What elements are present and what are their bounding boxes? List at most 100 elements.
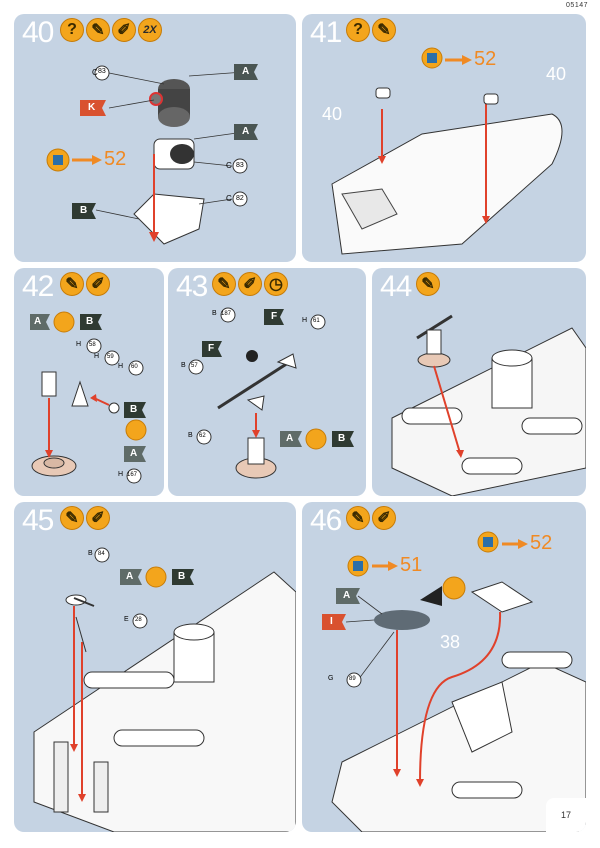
- part-40-left: [375, 87, 391, 99]
- question-icon: [125, 419, 147, 441]
- flag-k-label: K: [88, 102, 96, 113]
- goto-arrow: [388, 561, 398, 571]
- label-h: H: [76, 341, 82, 348]
- assembly-arrow: [78, 794, 86, 802]
- flag-a-label: A: [126, 571, 134, 582]
- part-callout: [126, 468, 142, 484]
- label-89: 89: [349, 676, 356, 682]
- step-number: 46: [310, 504, 342, 537]
- step-46-panel: 46 ✎ ✐ 51 52 38 A I G 89 17: [302, 502, 586, 832]
- gun-assembly: [470, 581, 534, 613]
- goto-step-number: 52: [104, 148, 127, 170]
- flag-a: [234, 124, 258, 140]
- goto-arrow: [462, 55, 472, 65]
- glue-pot: [427, 53, 437, 63]
- step-42-drawing: [30, 311, 147, 484]
- label-b: B: [188, 432, 193, 439]
- gun-sight: [276, 353, 297, 369]
- part-callout: [188, 359, 204, 375]
- depth-charge-rack: [93, 761, 109, 813]
- decal-plate: [374, 610, 430, 630]
- step-number: 40: [22, 16, 54, 49]
- part-callout: [132, 613, 148, 629]
- label-83: 83: [98, 68, 106, 75]
- label-h: H: [118, 363, 124, 370]
- goto-arrow: [92, 155, 102, 165]
- flag-a: [234, 64, 258, 80]
- depth-charge-rack: [53, 741, 69, 813]
- glue-pot: [353, 561, 363, 571]
- life-raft: [113, 729, 205, 747]
- question-icon: [145, 566, 167, 588]
- assembly-arrow: [45, 450, 53, 458]
- gun-base: [417, 352, 451, 368]
- flag-a: [30, 314, 50, 330]
- label-c: C: [226, 161, 232, 170]
- part-callout: [232, 191, 248, 207]
- flag-a-label: A: [130, 448, 138, 459]
- flag-a-label: A: [343, 590, 351, 601]
- label-h: H: [118, 471, 124, 478]
- life-raft: [501, 651, 573, 669]
- flag-a: [120, 569, 142, 585]
- step-44-drawing: [391, 314, 586, 496]
- page-number: 17: [546, 798, 586, 832]
- paint-icon: ✐: [112, 18, 136, 42]
- label-167: 167: [127, 472, 138, 478]
- flag-b: [80, 314, 102, 330]
- label-b: B: [212, 310, 217, 317]
- gun-post: [247, 437, 265, 465]
- step-icons: ? ✎: [346, 18, 396, 42]
- step-icons: ✎ ✐: [60, 506, 110, 530]
- part-callout: [346, 672, 362, 688]
- label-187: 187: [221, 311, 232, 317]
- flag-a-label: A: [34, 316, 42, 327]
- step-46-drawing: [322, 531, 586, 832]
- step-icons: ✎: [416, 272, 440, 296]
- glue-icon: ✎: [86, 18, 110, 42]
- callout-pointer: [420, 586, 442, 606]
- ref-part-40: 40: [322, 104, 343, 124]
- goto-step-number: 52: [474, 48, 497, 70]
- label-e: E: [124, 616, 129, 623]
- assembly-arrow: [416, 779, 424, 787]
- assembly-arrow: [482, 216, 490, 224]
- part-callout: [94, 65, 110, 81]
- label-57: 57: [191, 363, 198, 369]
- flag-a-label: A: [242, 126, 250, 137]
- flag-b-label: B: [130, 404, 138, 415]
- flag-a: [336, 588, 360, 604]
- step-40-panel: 40 ? ✎ ✐ 2X: [14, 14, 296, 262]
- step-41-panel: 41 ? ✎ 52 40 40: [302, 14, 586, 262]
- assembly-arrow: [393, 769, 401, 777]
- step-icons: ✎ ✐: [60, 272, 110, 296]
- flag-b: [72, 203, 96, 219]
- life-raft: [461, 457, 523, 475]
- step-icons: ✎ ✐ ◷: [212, 272, 288, 296]
- assembly-arrow: [70, 744, 78, 752]
- label-83: 83: [236, 162, 244, 169]
- label-61: 61: [313, 318, 320, 324]
- drum-bottom: [158, 107, 190, 127]
- step-number: 44: [380, 270, 412, 303]
- glue-pot: [53, 155, 63, 165]
- flag-b: [124, 402, 146, 418]
- step-icons: ✎ ✐: [346, 506, 396, 530]
- paint-icon: ✐: [372, 506, 396, 530]
- step-45-drawing: [33, 547, 296, 832]
- gun-mount: [41, 371, 57, 397]
- part-callout: [86, 338, 102, 354]
- part-callout: [232, 158, 248, 174]
- flag-f: [264, 309, 284, 325]
- label-84: 84: [98, 551, 105, 557]
- arrow-head: [149, 232, 159, 242]
- bridge-structure: [451, 681, 513, 753]
- searchlight: [65, 594, 87, 606]
- question-icon: [305, 428, 327, 450]
- assembly-arrow: [252, 430, 260, 438]
- flag-a-label: A: [286, 433, 294, 444]
- step-number: 43: [176, 270, 208, 303]
- label-82: 82: [236, 195, 244, 202]
- step-number: 45: [22, 504, 54, 537]
- clock-icon: ◷: [264, 272, 288, 296]
